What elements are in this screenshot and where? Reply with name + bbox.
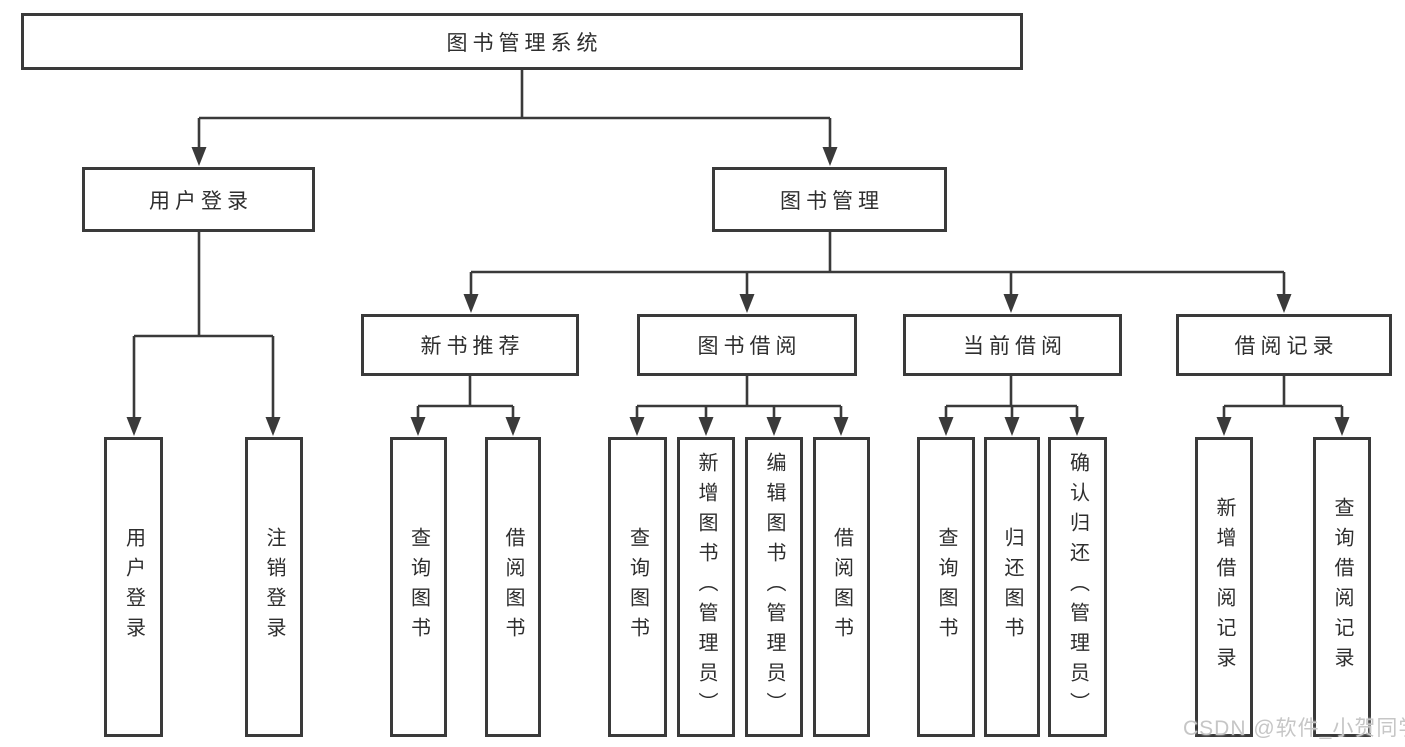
node-leaf-add-borrow-record: 新增借阅记录 <box>1195 437 1253 737</box>
node-leaf-borrow-books: 借阅图书 <box>813 437 870 737</box>
node-leaf-return-books: 归还图书 <box>984 437 1040 737</box>
node-label: 用户登录 <box>149 189 253 213</box>
node-leaf-add-books-admin: 新增图书（管理员） <box>677 437 735 737</box>
node-label: 借阅图书 <box>830 527 853 647</box>
connector-login-to-children <box>132 232 275 420</box>
connector-current-to-children <box>944 376 1079 420</box>
node-label: 借阅图书 <box>502 527 524 647</box>
node-label: 图书管理系统 <box>446 31 603 55</box>
node-leaf-query-books: 查询图书 <box>917 437 975 737</box>
node-label: 查询图书 <box>407 527 430 647</box>
connector-rec-to-children <box>416 376 515 420</box>
node-new-book-recommend: 新书推荐 <box>361 314 579 376</box>
node-label: 借阅记录 <box>1234 335 1339 358</box>
node-label: 查询借阅记录 <box>1331 497 1353 677</box>
node-current-borrowing: 当前借阅 <box>903 314 1122 376</box>
node-leaf-query-borrow-record: 查询借阅记录 <box>1313 437 1371 737</box>
node-label: 图书管理 <box>780 189 884 213</box>
node-label: 确认归还（管理员） <box>1066 452 1089 722</box>
connector-mgmt-to-level3 <box>469 232 1286 297</box>
node-leaf-logout: 注销登录 <box>245 437 303 737</box>
node-label: 查询图书 <box>626 527 649 647</box>
node-label: 新增图书（管理员） <box>695 452 717 722</box>
node-leaf-borrow-books: 借阅图书 <box>485 437 541 737</box>
node-leaf-user-login: 用户登录 <box>104 437 163 737</box>
connector-records-to-children <box>1222 376 1344 420</box>
node-label: 当前借阅 <box>963 335 1067 358</box>
csdn-watermark: CSDN @软件_小贺同学 <box>1183 717 1405 740</box>
node-borrowing-records: 借阅记录 <box>1176 314 1392 376</box>
connector-root-to-level2 <box>197 70 832 150</box>
node-label: 归还图书 <box>1001 527 1023 647</box>
node-label: 新书推荐 <box>420 335 525 358</box>
connector-borrow-to-children <box>635 376 843 420</box>
node-book-borrowing: 图书借阅 <box>637 314 857 376</box>
node-leaf-query-books: 查询图书 <box>390 437 447 737</box>
node-leaf-query-books: 查询图书 <box>608 437 667 737</box>
node-label: 用户登录 <box>122 527 145 647</box>
node-leaf-edit-books-admin: 编辑图书（管理员） <box>745 437 803 737</box>
node-label: 查询图书 <box>935 527 957 647</box>
node-label: 新增借阅记录 <box>1213 497 1235 677</box>
node-root-library-management-system: 图书管理系统 <box>21 13 1023 70</box>
node-label: 注销登录 <box>263 527 285 647</box>
node-user-login: 用户登录 <box>82 167 315 232</box>
node-label: 编辑图书（管理员） <box>763 452 785 722</box>
node-label: 图书借阅 <box>697 335 802 358</box>
node-leaf-confirm-return-admin: 确认归还（管理员） <box>1048 437 1107 737</box>
node-book-management: 图书管理 <box>712 167 947 232</box>
